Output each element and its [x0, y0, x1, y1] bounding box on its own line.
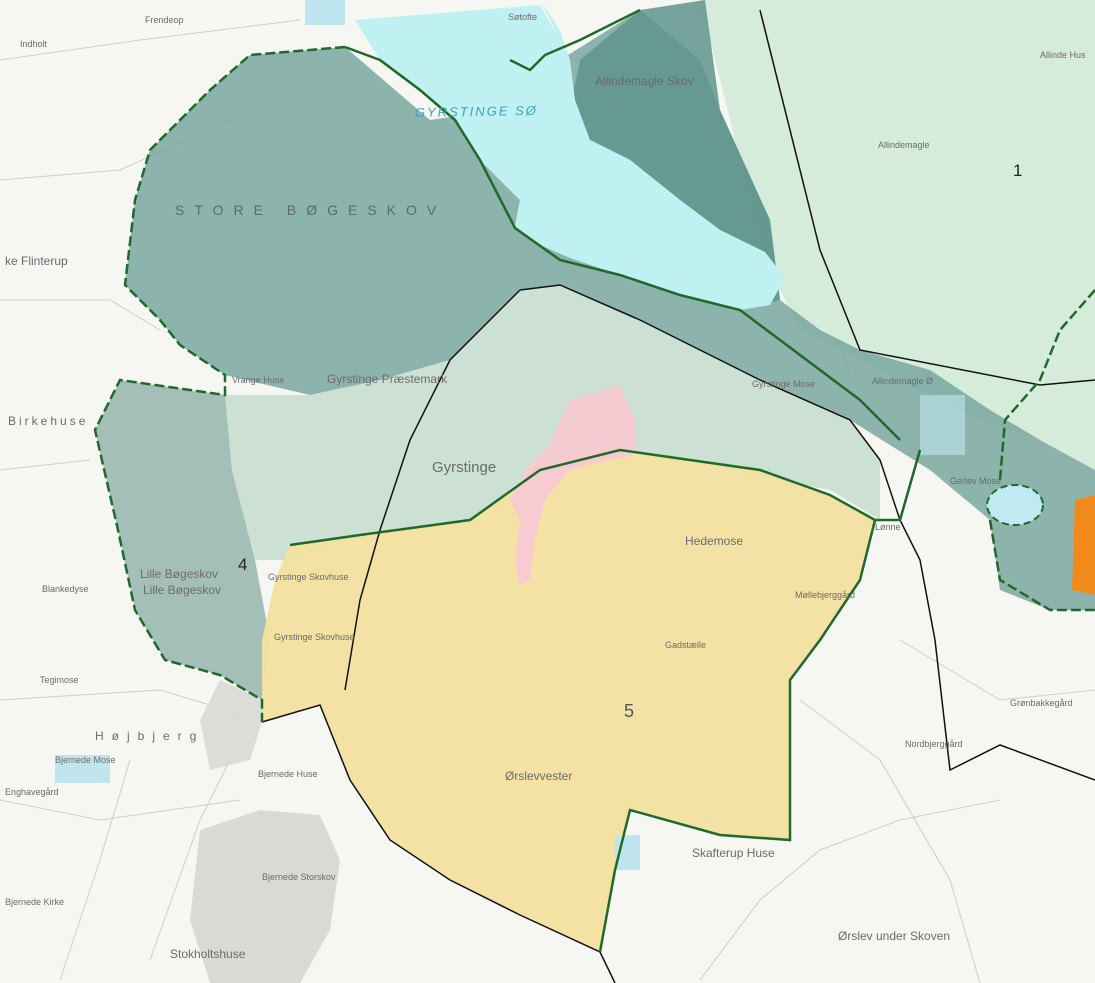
southwest-grey-area: [200, 680, 262, 770]
label-skafterup-huse: Skafterup Huse: [692, 846, 775, 860]
label-bjernede-mose: Bjernede Mose: [55, 755, 116, 765]
gyrstinge-soe-lake-body: [355, 5, 785, 310]
label-indholt: Indholt: [20, 39, 48, 49]
label-soetofte: Søtofte: [508, 12, 537, 22]
wetland-patches: [55, 0, 965, 870]
label-blankedyse: Blankedyse: [42, 584, 89, 594]
zone-1-area: [700, 0, 1095, 470]
label-vrange-huse: Vrange Huse: [232, 375, 284, 385]
allindemagle-skov-area: [570, 0, 780, 310]
label-mollebjerggard: Møllebjerggård: [795, 590, 855, 600]
label-allindemagle: Allindemagle: [878, 140, 930, 150]
label-frendeop: Frendeop: [145, 15, 184, 25]
label-oerslevvester: Ørslevvester: [505, 769, 572, 783]
green-boundaries: [93, 8, 1095, 953]
gerlev-small-lake: [986, 484, 1044, 526]
label-gerlev: Gerlev Mose: [950, 476, 1001, 486]
label-nordbjerggard: Nordbjerggård: [905, 739, 963, 749]
label-allindemagle-skov: Allindemagle Skov: [595, 74, 694, 88]
label-flinterup: ke Flinterup: [5, 254, 68, 268]
label-gyrstinge-skovhuse-1: Gyrstinge Skovhuse: [268, 572, 349, 582]
label-gyrstinge-skovhuse-2: Gyrstinge Skovhuse: [274, 632, 355, 642]
label-gadstaelle: Gadstælle: [665, 640, 706, 650]
label-tegimose: Tegimose: [40, 675, 79, 685]
zone-number-4: 4: [238, 555, 247, 574]
zone-4-area: [95, 380, 270, 700]
label-lille-boegeskov-2: Lille Bøgeskov: [143, 583, 221, 597]
label-gronbakkegard: Grønbakkegård: [1010, 698, 1073, 708]
black-boundaries: [261, 9, 1095, 983]
label-store-boegeskov: STORE BØGESKOV: [175, 202, 446, 218]
label-gyrstinge-mose: Gyrstinge Mose: [752, 379, 815, 389]
gyrstinge-town-area: [510, 385, 635, 585]
forest-dark-area: [125, 10, 1095, 610]
label-hoejbjerg: Højbjerg: [95, 729, 204, 743]
place-labels: STORE BØGESKOV GYRSTINGE SØ Allindemagle…: [5, 12, 1086, 961]
label-oerslev-under-skoven: Ørslev under Skoven: [838, 929, 950, 943]
zone-number-5: 5: [624, 701, 634, 721]
label-gyrstinge-praestemark: Gyrstinge Præstemark: [327, 372, 448, 386]
label-loenne: Lønne: [875, 522, 901, 532]
label-allinde-hus: Allinde Hus: [1040, 50, 1086, 60]
label-bjernede-huse: Bjernede Huse: [258, 769, 318, 779]
zone-5-area: [262, 450, 875, 952]
bjernede-storskov-area: [190, 810, 340, 983]
label-hedemose: Hedemose: [685, 534, 743, 548]
label-gyrstinge: Gyrstinge: [432, 459, 496, 476]
orange-patch: [1072, 495, 1095, 595]
label-bjernede-storskov: Bjernede Storskov: [262, 872, 336, 882]
label-bjernede-kirke: Bjernede Kirke: [5, 897, 64, 907]
gyrstinge-light-area: [225, 285, 880, 560]
label-birkehuse: Birkehuse: [8, 414, 88, 428]
label-stokholtshuse: Stokholtshuse: [170, 947, 246, 961]
label-gyrstinge-soe: GYRSTINGE SØ: [415, 103, 538, 120]
label-lille-boegeskov-1: Lille Bøgeskov: [140, 567, 218, 581]
zone-number-1: 1: [1013, 161, 1022, 180]
label-allindemagle-oe: Allindemagle Ø: [872, 376, 933, 386]
label-enghavegard: Enghavegård: [5, 787, 59, 797]
